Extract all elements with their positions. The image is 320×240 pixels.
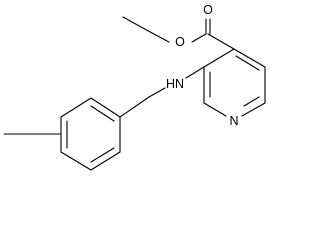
pyridine-ring bbox=[203, 48, 266, 117]
ring-nitrogen-label: N bbox=[229, 114, 238, 128]
tolyl-bond-2 bbox=[60, 97, 92, 118]
ester-oxygen-label: O bbox=[175, 35, 185, 49]
ring-bond-c3-c3a bbox=[203, 48, 235, 68]
ring-nh-bond bbox=[185, 66, 205, 79]
nh-ch2-bond bbox=[148, 87, 166, 98]
ring-bond-n-c2 bbox=[203, 102, 227, 117]
tolyl-inner-bond-c bbox=[90, 147, 115, 163]
carbonyl-carbon-ring-bond bbox=[207, 33, 235, 50]
toluene-ring bbox=[60, 97, 121, 171]
chemical-structure-diagram: O O HN N bbox=[3, 3, 266, 171]
ch2-phenyl-bond bbox=[119, 96, 150, 118]
tolyl-bond-5 bbox=[90, 151, 121, 171]
ethyl-ch2-o-bond bbox=[151, 32, 170, 43]
ring-bond-c3-c4 bbox=[233, 48, 266, 68]
amine-nh-label: HN bbox=[166, 77, 184, 91]
tolyl-bond-4 bbox=[60, 151, 92, 171]
ethyl-ester-group bbox=[122, 16, 235, 50]
tolyl-inner-bond-a bbox=[90, 105, 115, 122]
ring-bond-c5-c6 bbox=[241, 102, 266, 117]
o-carbonyl-carbon-bond bbox=[191, 33, 207, 43]
ethyl-methyl-bond bbox=[122, 16, 153, 34]
ring-inner-bond-b bbox=[243, 96, 260, 107]
ring-inner-bond-a bbox=[235, 55, 260, 71]
amine-linker bbox=[148, 66, 205, 98]
tolyl-bond-1 bbox=[90, 97, 121, 118]
carbonyl-oxygen-label: O bbox=[203, 3, 213, 17]
